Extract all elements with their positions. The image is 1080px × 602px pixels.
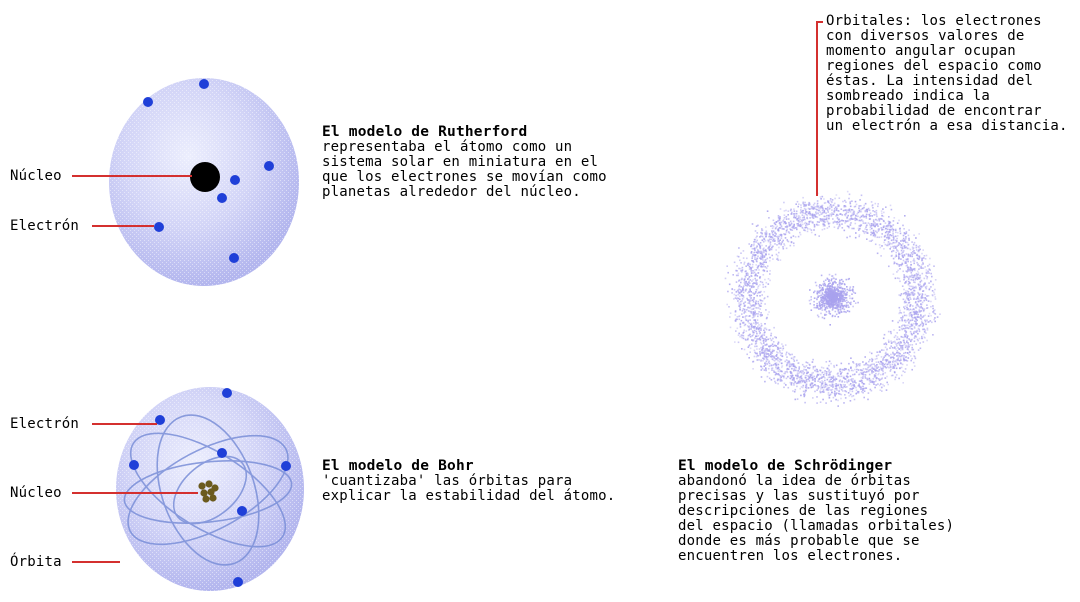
rutherford-text-line: sistema solar en miniatura en el — [322, 154, 599, 170]
bohr-title: El modelo de Bohr — [322, 458, 474, 474]
orbitals-text-line: éstas. La intensidad del — [826, 73, 1034, 89]
rutherford-text-line: que los electrones se movían como — [322, 169, 607, 185]
rutherford-electron — [217, 193, 227, 203]
rutherford-electron — [154, 222, 164, 232]
bohr-orbit — [172, 455, 248, 525]
rutherford-electron — [143, 97, 153, 107]
rutherford-description: El modelo de Rutherford representaba el … — [322, 124, 607, 200]
orbitals-text-line: sombreado indica la — [826, 88, 990, 104]
schrodinger-text-line: del espacio (llamadas orbitales) — [678, 518, 955, 534]
rutherford-nucleus-label: Núcleo — [10, 168, 62, 184]
schrodinger-orbital — [724, 21, 941, 407]
rutherford-electron — [199, 79, 209, 89]
bohr-electron — [281, 461, 291, 471]
orbitals-text-line: momento angular ocupan — [826, 43, 1016, 59]
bohr-orbit — [127, 434, 289, 546]
bohr-electron — [155, 415, 165, 425]
bohr-electron — [233, 577, 243, 587]
bohr-orbit — [156, 414, 260, 566]
orbitals-description: Orbitales: los electrones con diversos v… — [826, 14, 1068, 134]
bohr-text-line: explicar la estabilidad del átomo. — [322, 488, 616, 504]
orbitals-text-line: con diversos valores de — [826, 28, 1025, 44]
bohr-orbit-label: Órbita — [10, 554, 62, 570]
orbital-probability-cloud — [724, 190, 941, 407]
bohr-description: El modelo de Bohr 'cuantizaba' las órbit… — [322, 458, 615, 504]
rutherford-electron — [230, 175, 240, 185]
schrodinger-text-line: descripciones de las regiones — [678, 503, 929, 519]
bohr-electron — [129, 460, 139, 470]
schrodinger-text-line: precisas y las sustituyó por — [678, 488, 920, 504]
orbitals-text-line: probabilidad de encontrar — [826, 103, 1042, 119]
bohr-electron-label: Electrón — [10, 416, 80, 432]
schrodinger-text-line: abandonó la idea de órbitas — [678, 473, 911, 489]
bohr-electron — [222, 388, 232, 398]
bohr-electron — [217, 448, 227, 458]
orbitals-text-line: regiones del espacio como — [826, 58, 1042, 74]
bohr-nucleus — [198, 480, 219, 503]
bohr-text-line: 'cuantizaba' las órbitas para — [322, 473, 573, 489]
schrodinger-title: El modelo de Schrödinger — [678, 458, 893, 474]
rutherford-text-line: representaba el átomo como un — [322, 139, 573, 155]
rutherford-atom — [72, 78, 299, 286]
schrodinger-text-line: donde es más probable que se — [678, 533, 920, 549]
bohr-orbits — [123, 414, 293, 566]
rutherford-text-line: planetas alrededor del núcleo. — [322, 184, 581, 200]
bohr-atom — [72, 387, 304, 591]
bohr-nucleus-label: Núcleo — [10, 485, 62, 501]
rutherford-electron-label: Electrón — [10, 218, 80, 234]
rutherford-electron — [229, 253, 239, 263]
rutherford-electron — [264, 161, 274, 171]
orbitals-text-line: Orbitales: los electrones — [826, 13, 1042, 29]
schrodinger-text-line: encuentren los electrones. — [678, 548, 903, 564]
bohr-electron — [237, 506, 247, 516]
rutherford-nucleus — [190, 162, 220, 192]
schrodinger-description: El modelo de Schrödinger abandonó la ide… — [678, 458, 954, 564]
orbitals-pointer — [816, 21, 823, 196]
orbitals-text-line: un electrón a esa distancia. — [826, 118, 1068, 134]
rutherford-title: El modelo de Rutherford — [322, 124, 528, 140]
